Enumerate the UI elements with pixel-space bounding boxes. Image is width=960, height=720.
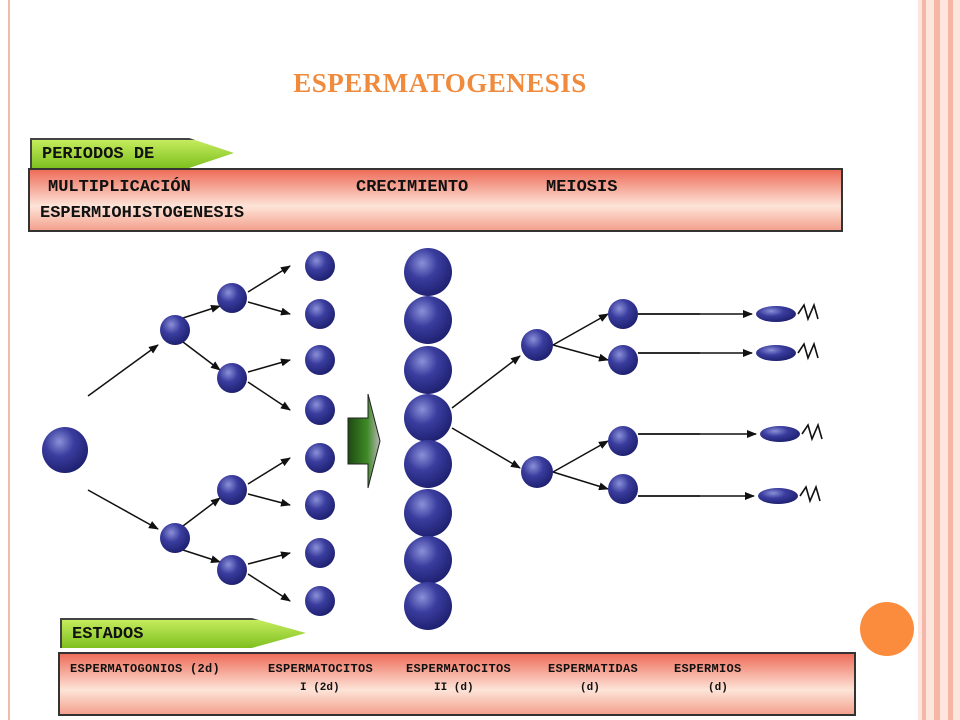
primary-spermatocyte-cell xyxy=(404,440,452,488)
state-sub-spermatids: (d) xyxy=(580,682,600,694)
lineage-arrow xyxy=(451,427,521,469)
secondary-spermatocyte-cell xyxy=(521,329,553,361)
spermatogonium-cell xyxy=(160,523,190,553)
primary-spermatocyte-cell xyxy=(404,248,452,296)
slide-right-stripe xyxy=(934,0,940,720)
state-label-spermatocytes-1: ESPERMATOCITOS xyxy=(268,662,374,676)
period-label-growth: CRECIMIENTO xyxy=(356,178,469,197)
primary-spermatocyte-cell xyxy=(404,394,452,442)
spermatozoon-cell xyxy=(756,345,796,361)
spermatogonium-cell xyxy=(217,475,247,505)
spermatogonium-cell xyxy=(305,443,335,473)
lineage-arrow xyxy=(552,440,609,473)
lineage-arrow xyxy=(182,341,221,371)
spermatogonium-cell xyxy=(305,490,335,520)
lineage-arrow xyxy=(552,313,609,346)
lineage-arrow xyxy=(182,549,221,564)
spermatozoon-cell xyxy=(760,426,800,442)
slide-right-stripe xyxy=(922,0,926,720)
cell-group xyxy=(42,248,823,630)
period-label-meiosis: MEIOSIS xyxy=(546,178,618,197)
sperm-tail xyxy=(797,341,819,361)
sperm-tail xyxy=(801,422,823,442)
slide-title: ESPERMATOGENESIS xyxy=(293,68,587,98)
spermatogonium-cell xyxy=(305,299,335,329)
periods-tag: PERIODOS DE xyxy=(30,138,234,168)
period-label-spermiohistogenesis: ESPERMIOHISTOGENESIS xyxy=(40,204,245,223)
periods-band: MULTIPLICACIÓN CRECIMIENTO MEIOSIS ESPER… xyxy=(28,168,843,232)
spermatogonium-cell xyxy=(305,251,335,281)
state-sub-spermatocytes-1: I (2d) xyxy=(300,682,340,694)
lineage-arrow xyxy=(247,457,291,485)
spermatid-cell xyxy=(608,299,638,329)
sperm-tail xyxy=(797,302,819,322)
spermatozoon-cell xyxy=(756,306,796,322)
state-sub-spermatozoa: (d) xyxy=(708,682,728,694)
lineage-arrow xyxy=(87,344,159,397)
spermatid-cell xyxy=(608,345,638,375)
state-label-spermatogonia: ESPERMATOGONIOS (2d) xyxy=(70,662,221,676)
spermatogonium-cell xyxy=(305,538,335,568)
lineage-arrow xyxy=(247,381,291,411)
slide-left-rule xyxy=(8,0,10,720)
lineage-arrow xyxy=(87,489,159,530)
lineage-arrow xyxy=(182,304,221,319)
spermatogonium-cell xyxy=(305,586,335,616)
lineage-arrow xyxy=(247,265,291,293)
lineage-arrow xyxy=(247,301,291,316)
spermatid-cell xyxy=(608,474,638,504)
spermatozoon-cell xyxy=(758,488,798,504)
lineage-arrow xyxy=(182,497,221,527)
state-label-spermatocytes-2: ESPERMATOCITOS xyxy=(406,662,512,676)
states-tag: ESTADOS xyxy=(60,618,306,648)
period-label-multiplication: MULTIPLICACIÓN xyxy=(48,178,191,197)
primary-spermatocyte-cell xyxy=(404,582,452,630)
lineage-arrow xyxy=(247,551,291,565)
secondary-spermatocyte-cell xyxy=(521,456,553,488)
spermatogonium-cell xyxy=(305,345,335,375)
decorative-orange-circle xyxy=(860,602,914,656)
spermatogonium-cell xyxy=(217,283,247,313)
lineage-arrow xyxy=(247,493,291,507)
spermatogonium-cell xyxy=(217,555,247,585)
primary-spermatocyte-cell xyxy=(404,489,452,537)
state-sub-spermatocytes-2: II (d) xyxy=(434,682,474,694)
primary-spermatocyte-cell xyxy=(404,296,452,344)
spermatid-cell xyxy=(608,426,638,456)
growth-arrow xyxy=(347,393,381,489)
primary-spermatocyte-cell xyxy=(404,346,452,394)
sperm-tail xyxy=(799,484,821,504)
lineage-arrow xyxy=(451,355,521,409)
lineage-arrows xyxy=(87,265,757,602)
lineage-arrow xyxy=(552,344,609,362)
state-label-spermatids: ESPERMATIDAS xyxy=(548,662,639,676)
spermatogonium-cell xyxy=(305,395,335,425)
spermatogonium-cell xyxy=(217,363,247,393)
lineage-arrow xyxy=(552,471,609,491)
lineage-arrow xyxy=(247,358,291,373)
state-label-spermatozoa: ESPERMIOS xyxy=(674,662,742,676)
spermatogonium-cell xyxy=(42,427,88,473)
lineage-arrow xyxy=(247,573,291,602)
spermatogonium-cell xyxy=(160,315,190,345)
states-band: ESPERMATOGONIOS (2d) ESPERMATOCITOS I (2… xyxy=(58,652,856,716)
primary-spermatocyte-cell xyxy=(404,536,452,584)
slide-right-stripe xyxy=(948,0,953,720)
